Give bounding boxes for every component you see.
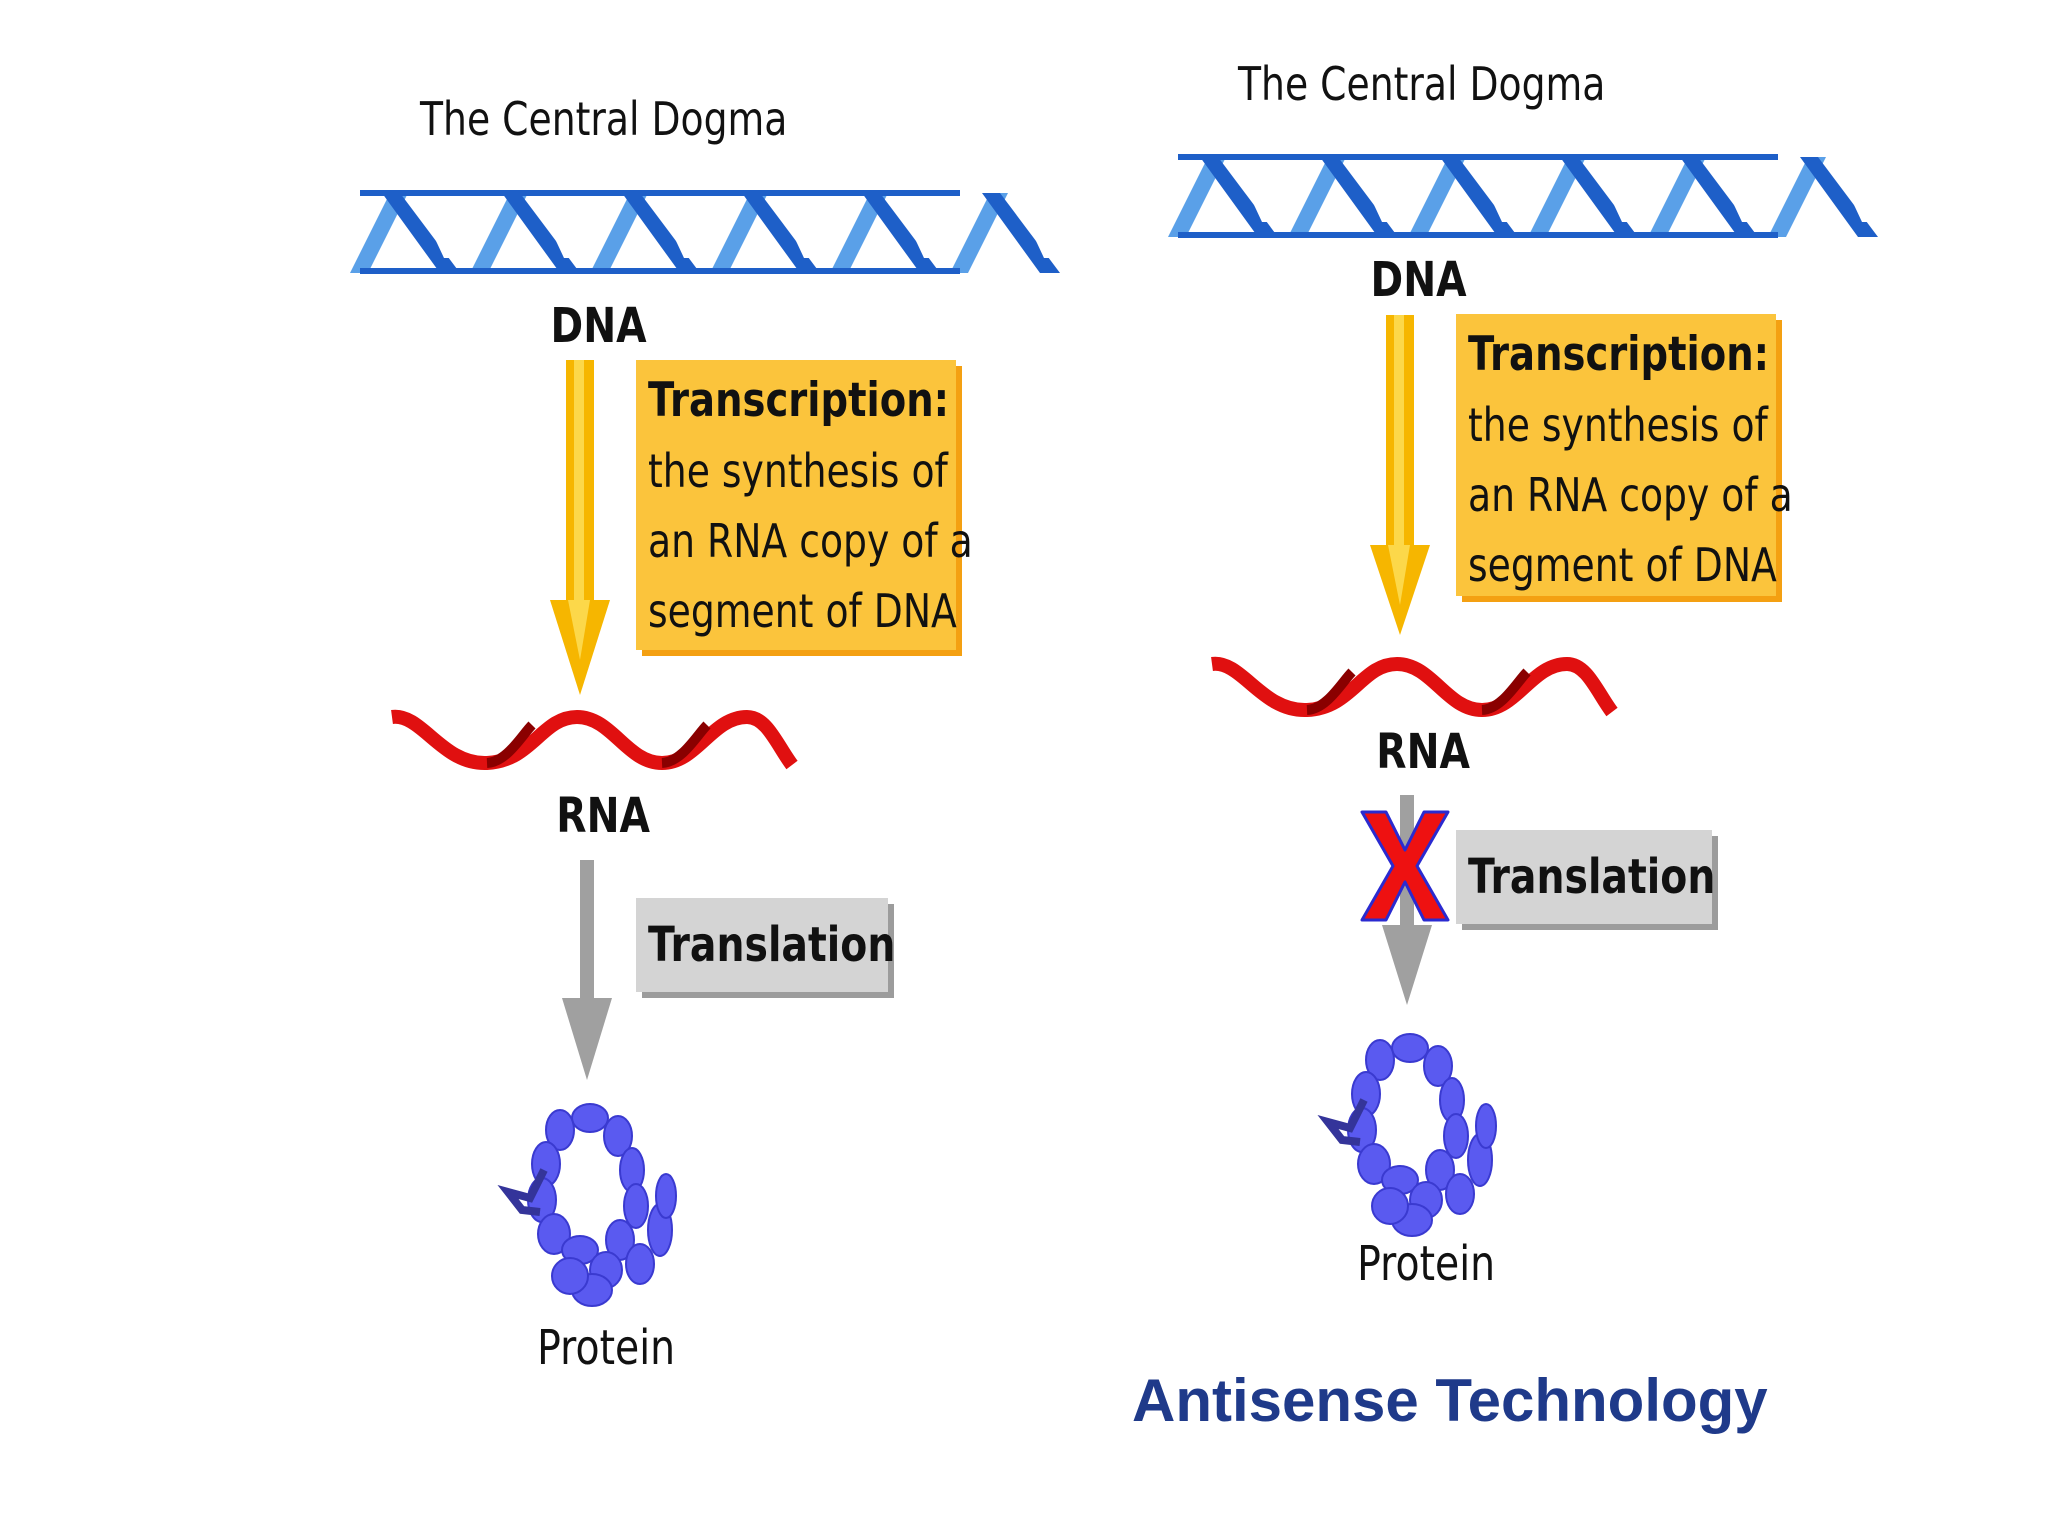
protein-coil-icon bbox=[1317, 1033, 1497, 1237]
transcription-heading: Transcription: bbox=[1468, 327, 1770, 382]
transcription-arrow bbox=[1370, 315, 1430, 635]
dna-label: DNA bbox=[550, 298, 647, 354]
rna-label: RNA bbox=[1376, 724, 1470, 780]
transcription-box: Transcription: the synthesis of an RNA c… bbox=[1456, 314, 1793, 596]
dna-label: DNA bbox=[1370, 252, 1467, 308]
transcription-line: segment of DNA bbox=[1468, 538, 1777, 592]
transcription-line: the synthesis of bbox=[1468, 398, 1768, 452]
protein-label: Protein bbox=[537, 1320, 676, 1376]
rna-label: RNA bbox=[556, 788, 650, 844]
translation-label: Translation bbox=[1468, 849, 1716, 905]
translation-arrow bbox=[562, 860, 612, 1080]
panel-title: The Central Dogma bbox=[420, 92, 788, 146]
transcription-line: the synthesis of bbox=[648, 444, 948, 498]
rna-strand-icon bbox=[391, 709, 798, 771]
transcription-line: an RNA copy of a bbox=[648, 514, 973, 568]
transcription-heading: Transcription: bbox=[648, 373, 950, 428]
transcription-arrow bbox=[550, 360, 610, 695]
block-x-icon bbox=[1360, 810, 1450, 922]
rna-strand-icon bbox=[1211, 656, 1618, 718]
translation-box: Translation bbox=[1456, 830, 1716, 924]
central-dogma-panel-left: The Central Dogma DNA Transcription: the… bbox=[350, 0, 1110, 1536]
panel-title: The Central Dogma bbox=[1238, 57, 1606, 111]
translation-box: Translation bbox=[636, 898, 895, 992]
central-dogma-panel-right: The Central Dogma DNA Transcription: the… bbox=[1168, 0, 1930, 1536]
caption-antisense-technology: Antisense Technology bbox=[1132, 1367, 1768, 1434]
dna-helix-icon bbox=[1168, 154, 1878, 238]
transcription-line: segment of DNA bbox=[648, 584, 957, 638]
translation-label: Translation bbox=[648, 917, 896, 973]
transcription-line: an RNA copy of a bbox=[1468, 468, 1793, 522]
transcription-box: Transcription: the synthesis of an RNA c… bbox=[636, 360, 973, 650]
dna-helix-icon bbox=[350, 190, 1060, 274]
protein-label: Protein bbox=[1357, 1236, 1496, 1292]
protein-coil-icon bbox=[497, 1103, 677, 1307]
